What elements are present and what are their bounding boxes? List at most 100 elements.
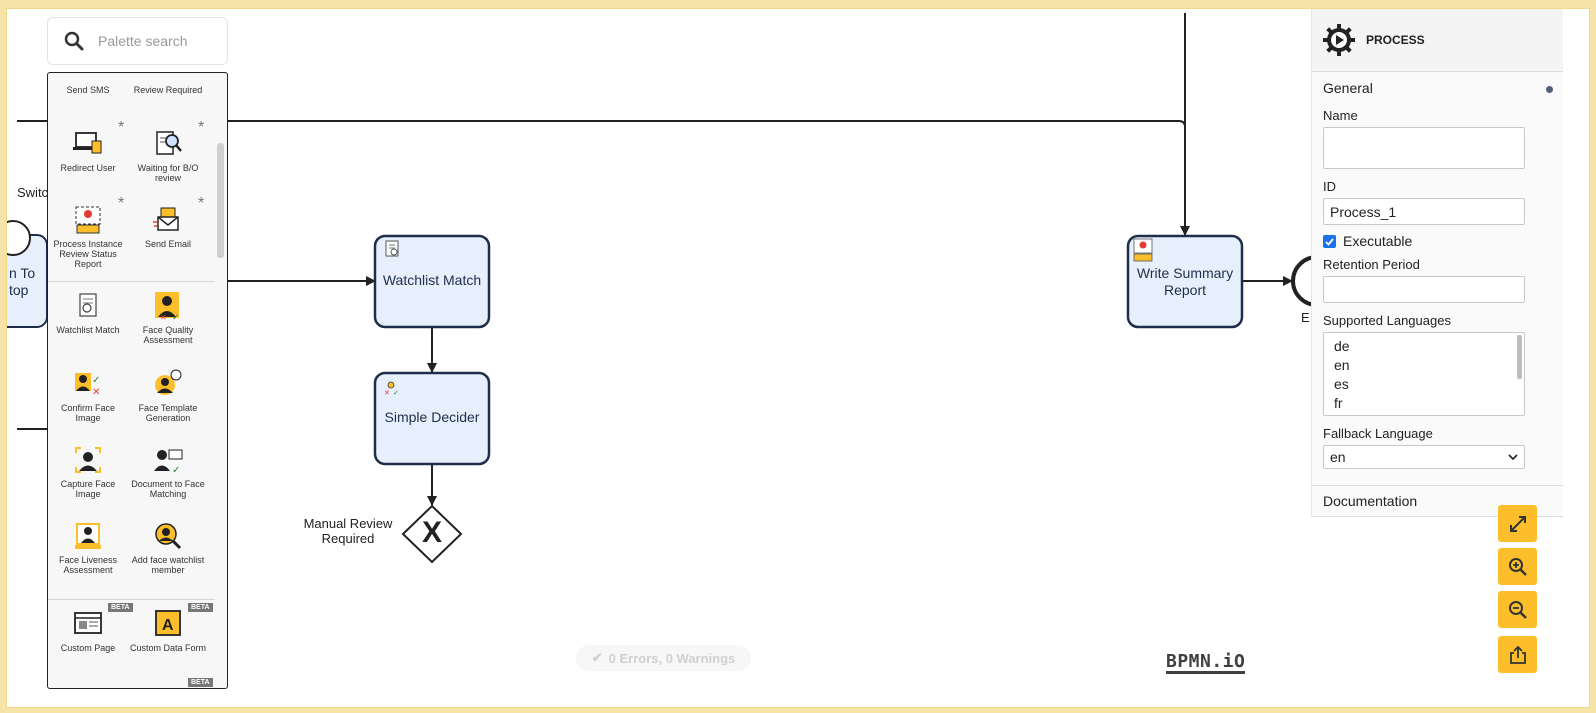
palette-item-label: Send SMS xyxy=(66,85,110,95)
language-option[interactable]: en xyxy=(1334,357,1350,373)
palette-item-confirm-face[interactable]: ✓ ✕ Confirm Face Image xyxy=(48,369,128,423)
palette-item-custom-page[interactable]: Custom Page xyxy=(48,609,128,653)
write-summary-task[interactable] xyxy=(1126,234,1244,329)
name-input[interactable] xyxy=(1323,127,1525,169)
palette-item-label: Capture Face Image xyxy=(60,479,116,499)
confirm-face-icon: ✓ ✕ xyxy=(75,373,100,398)
chevron-down-icon xyxy=(1508,453,1518,460)
languages-label: Supported Languages xyxy=(1323,313,1451,328)
simple-decider-task[interactable] xyxy=(373,371,491,466)
palette-item-capture-face[interactable]: Capture Face Image xyxy=(48,445,128,499)
palette-item-watchlist-match[interactable]: Watchlist Match xyxy=(48,291,128,335)
executable-label: Executable xyxy=(1343,233,1413,249)
zoom-out-icon xyxy=(1508,600,1527,619)
palette-item-redirect-user[interactable]: Redirect User xyxy=(48,129,128,173)
palette-item-review-required[interactable]: Review Required xyxy=(128,85,208,95)
language-option[interactable]: i xyxy=(1324,413,1524,415)
zoom-in-button[interactable] xyxy=(1498,548,1537,585)
group-documentation-header[interactable]: Documentation xyxy=(1312,485,1563,517)
search-icon xyxy=(64,31,84,51)
palette-item-face-liveness[interactable]: Face Liveness Assessment xyxy=(48,521,128,575)
palette-search[interactable] xyxy=(47,17,228,65)
languages-scrollbar[interactable] xyxy=(1517,335,1522,379)
palette-search-input[interactable] xyxy=(96,32,220,50)
laptop-redirect-icon xyxy=(73,132,102,154)
report-camera-icon xyxy=(75,206,101,234)
palette-item-process-review-report[interactable]: Process Instance Review Status Report xyxy=(48,205,128,269)
palette-item-send-email[interactable]: Send Email xyxy=(128,205,208,249)
language-option[interactable]: fr xyxy=(1334,395,1343,411)
group-general-label: General xyxy=(1323,80,1373,96)
retention-input[interactable] xyxy=(1323,276,1525,303)
svg-text:✕: ✕ xyxy=(92,387,100,398)
zoom-in-icon xyxy=(1508,557,1527,576)
properties-panel: PROCESS General Name ID Executable Reten… xyxy=(1311,9,1563,517)
palette-item-label: Add face watchlist member xyxy=(131,555,205,575)
retention-label: Retention Period xyxy=(1323,257,1420,272)
partial-switch-label: Switc xyxy=(17,185,49,200)
palette-item-label: Face Quality Assessment xyxy=(142,325,194,345)
asterisk-marker: * xyxy=(198,119,205,136)
zoom-out-button[interactable] xyxy=(1498,591,1537,628)
palette-item-add-watchlist[interactable]: Add face watchlist member xyxy=(128,521,208,575)
validation-status-text: 0 Errors, 0 Warnings xyxy=(608,650,736,666)
id-label: ID xyxy=(1323,179,1336,194)
document-search-icon xyxy=(156,131,182,155)
partial-event-circle[interactable] xyxy=(7,220,31,256)
palette-item-face-quality[interactable]: ✓ ✕ Face Quality Assessment xyxy=(128,291,208,345)
asterisk-marker: * xyxy=(118,195,125,212)
decider-task-icon: ✕ ✓ xyxy=(384,381,399,397)
process-gear-icon xyxy=(1323,24,1355,56)
beta-badge: BETA xyxy=(188,603,213,612)
palette[interactable]: Send SMS Review Required Redirect User *… xyxy=(47,72,228,689)
name-label: Name xyxy=(1323,108,1358,123)
palette-item-waiting-bo-review[interactable]: Waiting for B/O review xyxy=(128,129,208,183)
palette-item-label: Waiting for B/O review xyxy=(137,163,199,183)
group-general-header[interactable]: General xyxy=(1312,72,1563,104)
language-option[interactable]: de xyxy=(1334,338,1350,354)
partial-node-label-line2: top xyxy=(9,282,29,298)
svg-text:✕: ✕ xyxy=(384,390,390,397)
diagram-canvas[interactable]: ✕ ✓ xyxy=(7,9,1590,708)
svg-text:✓: ✓ xyxy=(92,375,100,386)
palette-item-face-template[interactable]: Face Template Generation xyxy=(128,369,208,423)
palette-item-label: Process Instance Review Status Report xyxy=(53,239,123,269)
palette-scrollbar[interactable] xyxy=(217,143,224,258)
fallback-value: en xyxy=(1330,449,1346,465)
watchlist-match-task[interactable] xyxy=(373,234,491,329)
palette-item-send-sms[interactable]: Send SMS xyxy=(48,85,128,95)
email-icon xyxy=(153,207,179,231)
language-option[interactable]: es xyxy=(1334,376,1349,392)
languages-listbox[interactable]: de en es fr i xyxy=(1323,332,1525,416)
palette-item-label: Face Template Generation xyxy=(138,403,198,423)
bpmn-io-logo[interactable]: BPMN.iO xyxy=(1166,651,1246,674)
beta-badge: BETA xyxy=(108,603,133,612)
asterisk-marker: * xyxy=(198,195,205,212)
palette-item-label: Custom Page xyxy=(60,643,116,653)
share-icon xyxy=(1509,645,1526,664)
watchlist-task-icon xyxy=(385,240,399,257)
checkbox-checked-icon[interactable] xyxy=(1323,234,1336,248)
palette-item-custom-data-form[interactable]: A Custom Data Form xyxy=(128,609,208,653)
fallback-select[interactable]: en xyxy=(1323,445,1525,469)
svg-text:✓: ✓ xyxy=(172,465,180,475)
palette-item-label: Watchlist Match xyxy=(56,325,120,335)
asterisk-marker: * xyxy=(118,119,125,136)
palette-item-label: Document to Face Matching xyxy=(131,479,205,499)
svg-text:✕: ✕ xyxy=(160,313,167,321)
executable-checkbox[interactable]: Executable xyxy=(1323,233,1552,249)
palette-item-doc-face-match[interactable]: ✓ Document to Face Matching xyxy=(128,445,208,499)
svg-text:A: A xyxy=(162,617,174,634)
partial-end-label: E xyxy=(1301,310,1310,325)
export-button[interactable] xyxy=(1498,636,1537,673)
summary-node-label: Write Summary Report xyxy=(1136,265,1234,298)
palette-item-label: Confirm Face Image xyxy=(60,403,115,423)
validation-status[interactable]: ✔ 0 Errors, 0 Warnings xyxy=(576,645,751,671)
fullscreen-button[interactable] xyxy=(1498,505,1537,542)
watchlist-node-label: Watchlist Match xyxy=(382,272,482,288)
beta-badge: BETA xyxy=(188,678,213,687)
expand-icon xyxy=(1509,515,1526,532)
id-input[interactable] xyxy=(1323,198,1525,225)
decider-node-label: Simple Decider xyxy=(384,409,480,425)
exclusive-gateway[interactable] xyxy=(401,504,463,564)
